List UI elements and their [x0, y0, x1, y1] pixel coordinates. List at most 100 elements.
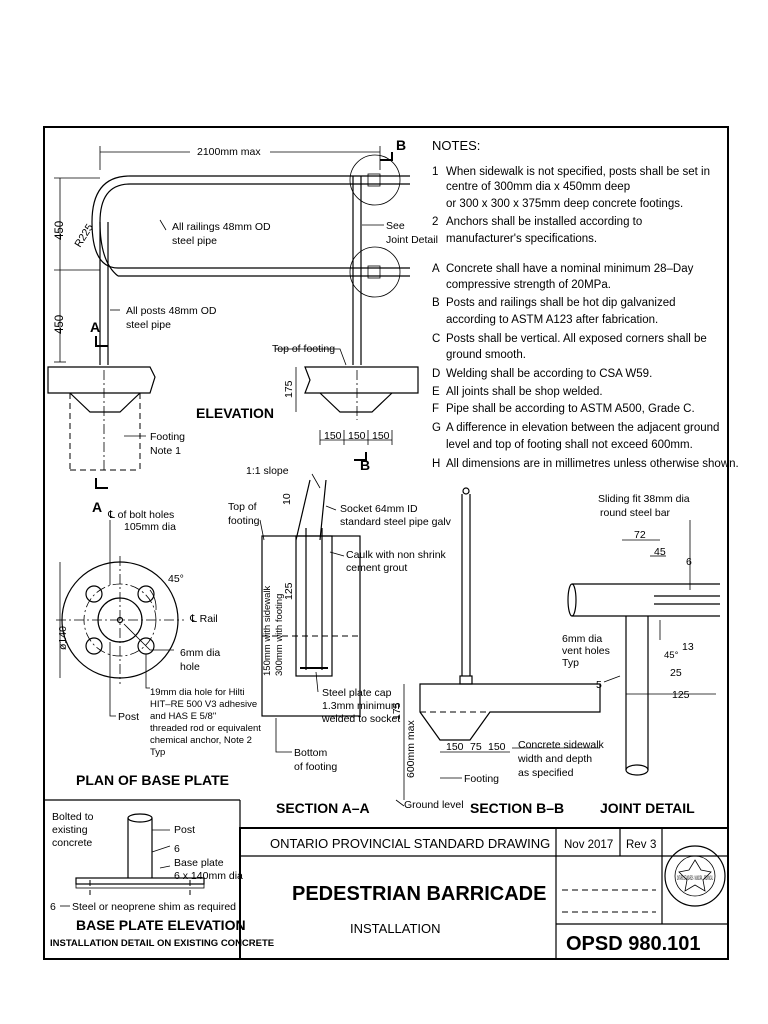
elevation-title: ELEVATION [196, 405, 274, 421]
top-of-footing-label: Top of footing [272, 343, 335, 355]
note-2-line-2: manufacturer's specifications. [446, 233, 597, 245]
see-joint-note-2: Joint Detail [386, 234, 438, 246]
title-block: ONTARIO PROVINCIAL STANDARD DRAWING Nov … [239, 827, 729, 960]
drawing-number: OPSD 980.101 [566, 933, 701, 955]
socket-label-2: standard steel pipe galv [340, 516, 452, 528]
ground-level-label: Ground level [404, 799, 464, 811]
dim-75-bb: 75 [470, 741, 482, 753]
base-plate-elevation-subtitle: INSTALLATION DETAIL ON EXISTING CONCRETE [50, 938, 274, 949]
bolted-label-1: Bolted to [52, 811, 94, 823]
top-of-footing-aa-1: Top of [228, 501, 257, 513]
joint-detail-title: JOINT DETAIL [600, 800, 695, 816]
vent-label-3: Typ [562, 657, 579, 669]
hole-note-4: threaded rod or equivalent [150, 723, 261, 734]
base-plate-label-1: Base plate [174, 857, 224, 869]
notes-block: NOTES: 1 When sidewalk is not specified,… [432, 138, 739, 470]
bolted-label-3: concrete [52, 837, 92, 849]
dim-150-a: 150 [324, 430, 342, 442]
note-b-line-1: Posts and railings shall be hot dip galv… [446, 297, 676, 309]
rev-number: 3 [650, 839, 656, 851]
note-g-line-1: A difference in elevation between the ad… [446, 422, 719, 434]
note-b-line-2: according to ASTM A123 after fabrication… [446, 314, 658, 326]
dim-6-bpe: 6 [50, 901, 56, 913]
sidewalk-label-2: width and depth [517, 753, 592, 765]
note-c-line-1: Posts shall be vertical. All exposed cor… [446, 333, 707, 345]
dim-150-bb-a: 150 [446, 741, 464, 753]
notes-heading: NOTES: [432, 138, 480, 153]
base-plate-label-2: 6 x 140mm dia [174, 870, 243, 882]
note-1-line-3: or 300 x 300 x 375mm deep concrete footi… [446, 198, 683, 210]
sliding-fit-2: round steel bar [600, 507, 671, 519]
dim-150-c: 150 [372, 430, 390, 442]
hole-note-6: Typ [150, 747, 165, 758]
joint-circle-top [349, 154, 401, 206]
joint-circle-bottom [349, 246, 401, 298]
dim-72: 72 [634, 529, 646, 541]
elevation-view: 2100mm max 450 450 R225 All railin [47, 137, 438, 473]
dim-45-joint: 45 [654, 546, 666, 558]
rev-label: Rev [626, 839, 647, 851]
plan-of-base-plate: A ø140 ℄ of bolt holes 105mm dia 45° ℄ R… [56, 478, 261, 788]
note-f-line-1: Pipe shall be according to ASTM A500, Gr… [446, 403, 695, 415]
post-label-bpe: Post [174, 824, 195, 836]
weld-5: 5 [596, 679, 602, 691]
note-h-line-1: All dimensions are in millimetres unless… [446, 458, 739, 470]
section-marker-b-bottom: B [360, 457, 370, 473]
vent-label-2: vent holes [562, 645, 610, 657]
dim-175-bb: 175 [391, 702, 403, 720]
base-plate-elevation-title: BASE PLATE ELEVATION [76, 917, 246, 933]
rail-bend-outer [91, 175, 131, 269]
dim-175-elev: 175 [283, 380, 295, 398]
note-e-key: E [432, 386, 440, 398]
footing-label-bb: Footing [464, 773, 499, 785]
dim-25: 25 [670, 667, 682, 679]
agency-name: ONTARIO PROVINCIAL STANDARD DRAWING [270, 836, 550, 851]
sidewalk-label-3: as specified [518, 767, 574, 779]
bolt-hole-3 [85, 637, 103, 655]
footing-right [319, 392, 393, 413]
post-label-plan: Post [118, 711, 139, 723]
angle-45-joint: 45° [664, 650, 679, 661]
section-aa: 1:1 slope 10 Top of footing Socket 64mm … [228, 465, 452, 816]
section-bb: 175 600mm max 150 75 150 Concrete sidewa… [391, 487, 605, 816]
note-g-key: G [432, 422, 441, 434]
section-marker-b-top: B [396, 137, 406, 153]
vent-hole-label-1: 6mm dia [180, 647, 220, 659]
footing-left [69, 392, 141, 413]
hole-note-3: and HAS E 5/8" [150, 711, 216, 722]
dim-150-bb-b: 150 [488, 741, 506, 753]
hole-note-5: chemical anchor, Note 2 [150, 735, 252, 746]
railings-note-2: steel pipe [172, 235, 217, 247]
note-c-key: C [432, 333, 440, 345]
section-marker-a-top: A [90, 319, 100, 335]
vent-hole-label-2: hole [180, 661, 200, 673]
weld-6: 6 [174, 843, 180, 855]
sliding-fit-1: Sliding fit 38mm dia [598, 493, 690, 505]
joint-detail: Sliding fit 38mm dia round steel bar 72 … [562, 493, 720, 816]
dim-dia-140: ø140 [57, 626, 69, 650]
socket-label-1: Socket 64mm ID [340, 503, 418, 515]
dim-450-bottom: 450 [54, 315, 66, 334]
sidewalk-label-1: Concrete sidewalk [518, 739, 605, 751]
dim-6-joint: 6 [686, 556, 692, 568]
plate-cap-3: welded to socket [321, 713, 400, 725]
dim-125-aa: 125 [283, 582, 295, 600]
plate-cap-1: Steel plate cap [322, 687, 392, 699]
dim-150-sidewalk: 150mm with sidewalk [262, 585, 273, 676]
section-bb-title: SECTION B–B [470, 800, 564, 816]
caulk-label-2: cement grout [346, 562, 407, 574]
drawing-title: PEDESTRIAN BARRICADE [292, 883, 546, 905]
note-2-line-1: Anchors shall be installed according to [446, 216, 642, 228]
hole-note-1: 19mm dia hole for Hilti [150, 687, 245, 698]
note-a-line-1: Concrete shall have a nominal minimum 28… [446, 263, 694, 275]
note-a-line-2: compressive strength of 20MPa. [446, 279, 611, 291]
note-c-line-2: ground smooth. [446, 349, 526, 361]
vent-label-1: 6mm dia [562, 633, 602, 645]
plan-title: PLAN OF BASE PLATE [76, 772, 229, 788]
bolt-holes-label-1: ℄ of bolt holes [107, 509, 174, 521]
note-1-line-2: centre of 300mm dia x 450mm deep [446, 181, 630, 193]
shim-label: Steel or neoprene shim as required [72, 901, 236, 913]
note-h-key: H [432, 458, 440, 470]
sidewalk-footing-bb [419, 683, 601, 741]
